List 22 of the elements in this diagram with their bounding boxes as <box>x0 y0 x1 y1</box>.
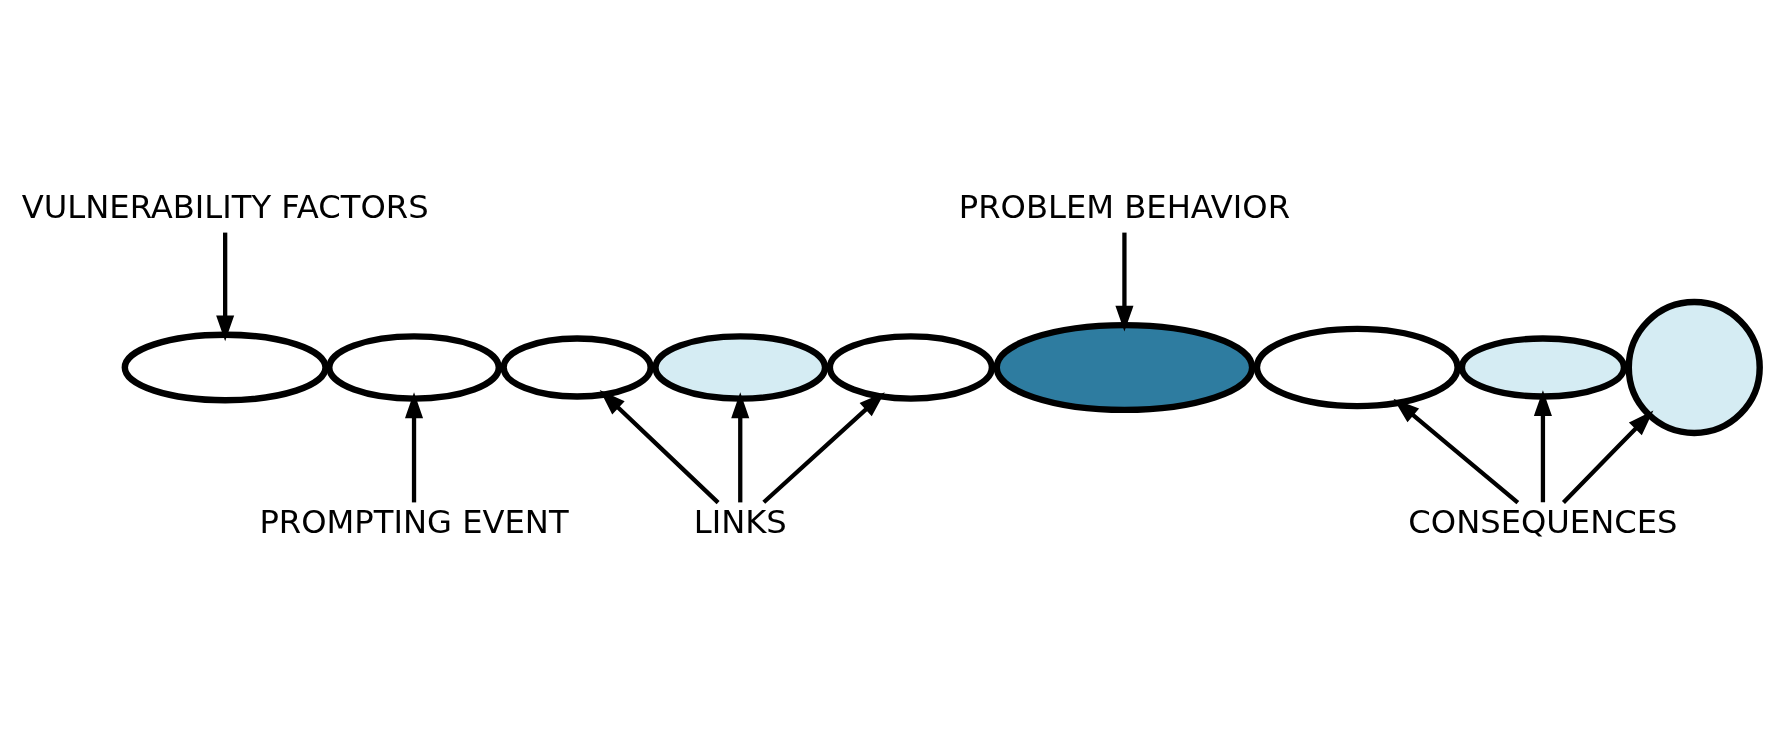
node-text: VULNERABILITY FACTORS <box>21 188 429 227</box>
node-ellipse <box>325 333 502 402</box>
node-ellipse <box>499 335 654 400</box>
arrow <box>1533 390 1552 503</box>
arrow <box>215 232 234 342</box>
arrow <box>404 392 423 503</box>
node-ellipse <box>1253 325 1461 410</box>
arrow <box>599 390 720 505</box>
arrow <box>1393 398 1519 505</box>
node-ellipse <box>121 331 329 404</box>
node-ellipse <box>993 321 1255 414</box>
node-text: LINKS <box>693 502 787 541</box>
arrow <box>761 392 885 504</box>
node-ellipse <box>651 333 828 402</box>
node-ellipse <box>826 333 995 402</box>
node-text: PROMPTING EVENT <box>258 502 569 541</box>
node-text: PROBLEM BEHAVIOR <box>958 188 1290 227</box>
node-text: CONSEQUENCES <box>1407 502 1678 541</box>
node-ellipse <box>1458 335 1627 400</box>
arrow <box>1114 232 1133 332</box>
arrow <box>730 392 749 503</box>
arrow <box>1561 410 1653 505</box>
